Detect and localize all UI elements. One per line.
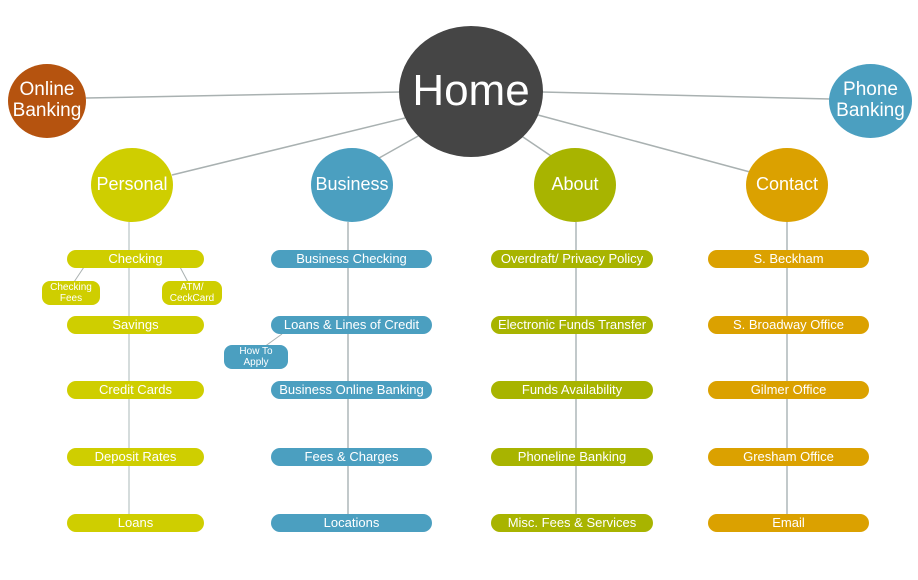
business-item-online-banking[interactable]: Business Online Banking [271, 381, 432, 399]
about-item-phoneline-banking[interactable]: Phoneline Banking [491, 448, 653, 466]
online-banking-label: Online Banking [12, 79, 82, 121]
personal-item-deposit-rates[interactable]: Deposit Rates [67, 448, 204, 466]
personal-item-checking[interactable]: Checking [67, 250, 204, 268]
connector-home-contact [537, 114, 751, 173]
contact-item-s-beckham[interactable]: S. Beckham [708, 250, 869, 268]
home-label: Home [412, 66, 530, 116]
category-label: Personal [96, 174, 168, 195]
connector-checking-fees [73, 266, 85, 283]
online-banking-node[interactable]: Online Banking [8, 64, 86, 138]
category-label: Business [315, 174, 389, 195]
home-node[interactable]: Home [399, 26, 543, 157]
phone-banking-node[interactable]: Phone Banking [829, 64, 912, 138]
connector-home-phone [541, 91, 831, 100]
category-business[interactable]: Business [311, 148, 393, 222]
about-item-overdraft-privacy[interactable]: Overdraft/ Privacy Policy [491, 250, 653, 268]
personal-item-loans[interactable]: Loans [67, 514, 204, 532]
contact-item-s-broadway-office[interactable]: S. Broadway Office [708, 316, 869, 334]
category-contact[interactable]: Contact [746, 148, 828, 222]
connector-atm [179, 266, 189, 283]
connector-how-to-apply [263, 333, 283, 348]
personal-item-credit-cards[interactable]: Credit Cards [67, 381, 204, 399]
about-item-electronic-funds-transfer[interactable]: Electronic Funds Transfer [491, 316, 653, 334]
personal-item-savings[interactable]: Savings [67, 316, 204, 334]
contact-item-gilmer-office[interactable]: Gilmer Office [708, 381, 869, 399]
connector-home-online [85, 91, 401, 99]
contact-item-gresham-office[interactable]: Gresham Office [708, 448, 869, 466]
personal-sub-atm-checkcard[interactable]: ATM/ CeckCard [162, 281, 222, 305]
connector-home-personal [171, 117, 406, 176]
category-personal[interactable]: Personal [91, 148, 173, 222]
personal-sub-checking-fees[interactable]: Checking Fees [42, 281, 100, 305]
category-about[interactable]: About [534, 148, 616, 222]
about-item-misc-fees-services[interactable]: Misc. Fees & Services [491, 514, 653, 532]
business-item-loans-lines-credit[interactable]: Loans & Lines of Credit [271, 316, 432, 334]
business-item-locations[interactable]: Locations [271, 514, 432, 532]
business-item-checking[interactable]: Business Checking [271, 250, 432, 268]
business-sub-how-to-apply[interactable]: How To Apply [224, 345, 288, 369]
about-item-funds-availability[interactable]: Funds Availability [491, 381, 653, 399]
contact-item-email[interactable]: Email [708, 514, 869, 532]
business-item-fees-charges[interactable]: Fees & Charges [271, 448, 432, 466]
category-label: About [551, 174, 599, 195]
category-label: Contact [755, 174, 819, 195]
phone-banking-label: Phone Banking [836, 79, 905, 121]
